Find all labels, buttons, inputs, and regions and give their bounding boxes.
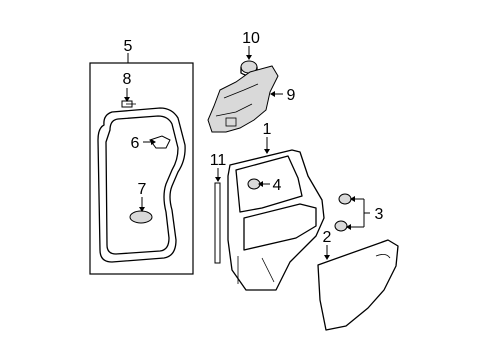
callout-3: 3	[375, 206, 384, 223]
screw-part-8	[121, 100, 136, 108]
callout-6: 6	[131, 135, 140, 152]
callout-1: 1	[263, 121, 272, 138]
callout-4: 4	[273, 177, 282, 194]
door-weatherstrip	[97, 107, 186, 263]
callout-5: 5	[124, 38, 133, 55]
callout-11: 11	[210, 152, 227, 169]
weatherstrip-group-box	[89, 62, 194, 275]
callout-7: 7	[138, 181, 147, 198]
door-frame-part-1	[227, 149, 325, 291]
callout-9: 9	[287, 87, 296, 104]
plug-part-7	[129, 210, 153, 224]
outer-panel-part-2	[317, 239, 399, 331]
callout-8: 8	[123, 71, 132, 88]
clip-part-6	[149, 135, 171, 149]
callout-2: 2	[323, 229, 332, 246]
strip-part-11	[214, 182, 221, 264]
callout-10: 10	[242, 30, 260, 47]
leader-lines	[124, 46, 370, 260]
water-shield-part-9	[207, 65, 279, 133]
